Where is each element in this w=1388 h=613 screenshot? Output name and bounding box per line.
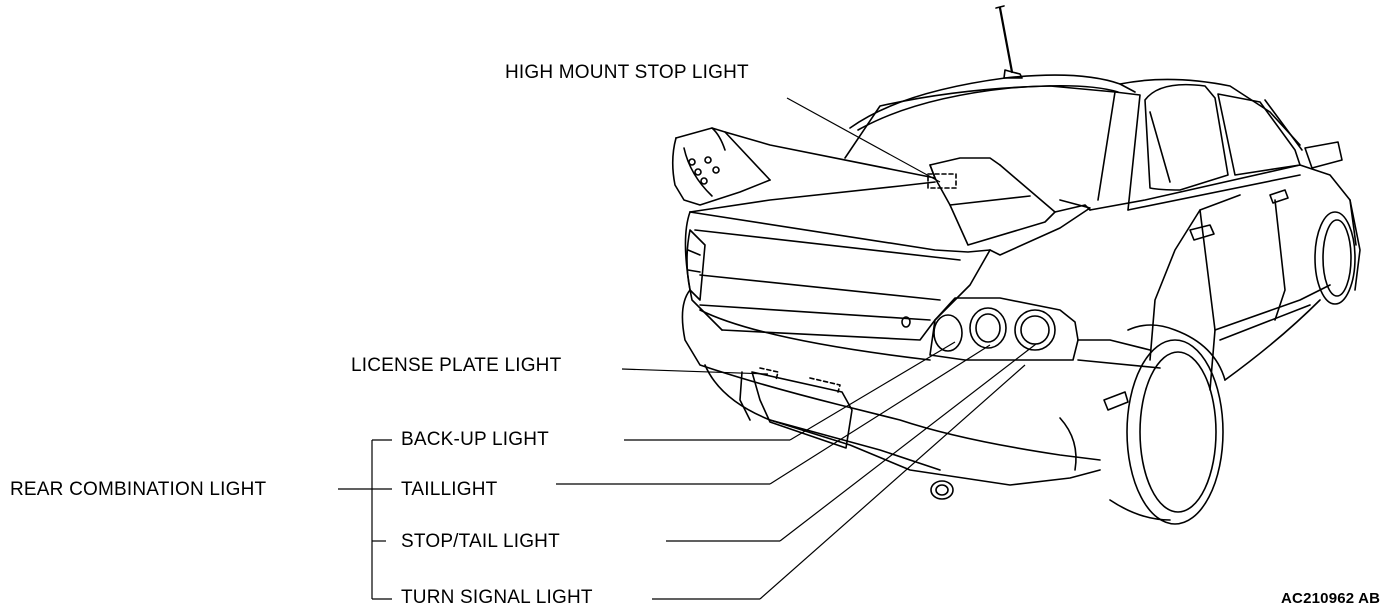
leader-license — [622, 369, 768, 374]
trunk-lid — [685, 182, 1090, 340]
roof — [845, 75, 1302, 210]
car-side — [1090, 142, 1360, 524]
antenna — [996, 6, 1022, 78]
label-license-plate-light: LICENSE PLATE LIGHT — [351, 355, 562, 376]
label-high-mount-stop-light: HIGH MOUNT STOP LIGHT — [505, 62, 749, 83]
leader-lines — [338, 98, 1036, 599]
rear-spoiler — [673, 128, 1055, 245]
label-stop-tail-light: STOP/TAIL LIGHT — [401, 531, 560, 552]
label-turn-signal-light: TURN SIGNAL LIGHT — [401, 587, 593, 608]
rear-bumper — [682, 290, 1160, 499]
figure-code: AC210962 AB — [1281, 590, 1381, 607]
label-rear-combination-light: REAR COMBINATION LIGHT — [10, 479, 267, 500]
label-taillight: TAILLIGHT — [401, 479, 498, 500]
leader-high-mount — [787, 98, 940, 182]
tail-light-cluster — [687, 230, 1078, 360]
label-back-up-light: BACK-UP LIGHT — [401, 429, 549, 450]
